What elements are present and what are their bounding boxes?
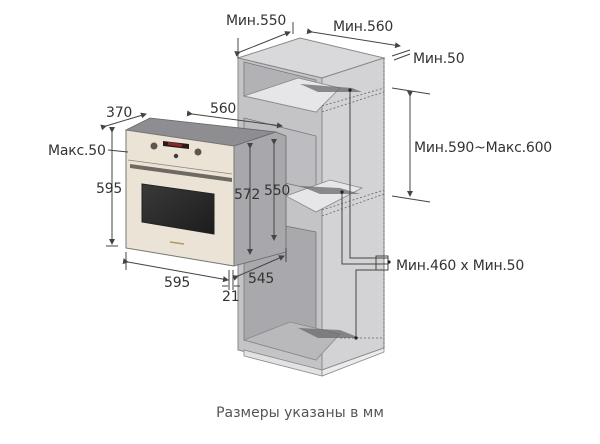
units-caption: Размеры указаны в мм: [216, 405, 384, 421]
middle-shelf: [285, 179, 364, 213]
vent-top: [300, 84, 362, 92]
center-button-icon: [173, 153, 179, 159]
oven-front-width-label: 595: [164, 275, 191, 291]
niche-height-label: Мин.590~Макс.600: [414, 140, 553, 156]
cabinet-plinth-side: [321, 347, 385, 377]
vent-bottom: [298, 328, 360, 338]
cabinet-side: [321, 57, 385, 371]
oven-max-gap-label: Макс.50: [48, 143, 106, 159]
vent-opening-label: Мин.460 x Мин.50: [396, 258, 525, 274]
oven-logo: [169, 241, 185, 245]
dimension-lines: [100, 22, 431, 290]
oven-inner-height-label: 550: [264, 183, 291, 199]
cabinet-back-gap-label: Мин.50: [413, 51, 465, 67]
oven-depth-total-label: 560: [210, 101, 237, 117]
oven-depth-body-label: 370: [106, 105, 133, 121]
vent-middle: [300, 186, 360, 194]
oven-body-height-label: 572: [234, 187, 261, 203]
oven-window: [141, 183, 215, 235]
oven-handle: [130, 164, 232, 182]
right-knob-icon: [194, 148, 202, 156]
oven-front-panel-label: 21: [222, 289, 240, 305]
cabinet-min-width-label: Мин.550: [226, 13, 287, 29]
left-knob-icon: [150, 142, 158, 150]
oven-body-width-label: 545: [248, 271, 275, 287]
oven-front-height-label: 595: [96, 181, 123, 197]
cabinet-min-depth-label: Мин.560: [333, 19, 394, 35]
oven: [124, 117, 287, 267]
